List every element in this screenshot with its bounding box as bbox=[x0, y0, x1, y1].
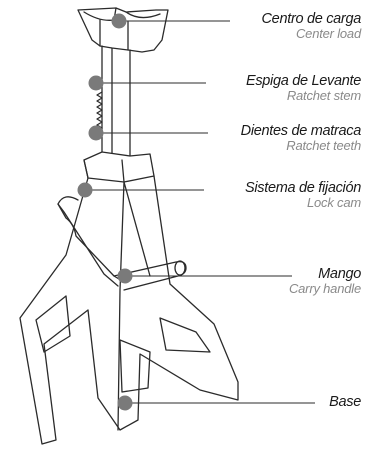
label-center-load-en: Center load bbox=[295, 26, 361, 42]
saddle bbox=[77, 7, 169, 53]
marker-ratchet-teeth bbox=[88, 125, 104, 141]
jack-stand-illustration bbox=[19, 7, 239, 445]
label-carry-handle-en: Carry handle bbox=[288, 281, 361, 297]
marker-base bbox=[117, 395, 133, 411]
label-base-es: Base bbox=[329, 394, 361, 410]
label-ratchet-teeth-es: Dientes de matraca bbox=[240, 123, 362, 139]
marker-carry-handle bbox=[117, 268, 133, 284]
marker-lock-cam bbox=[77, 182, 93, 198]
label-lock-cam-en: Lock cam bbox=[306, 195, 361, 211]
lock-cam bbox=[57, 196, 125, 283]
label-ratchet-stem-es: Espiga de Levante bbox=[245, 73, 361, 89]
side-leg-window bbox=[159, 317, 211, 353]
marker-center-load bbox=[111, 13, 127, 29]
marker-ratchet-stem bbox=[88, 75, 104, 91]
label-ratchet-stem: Espiga de Levante Ratchet stem bbox=[245, 73, 361, 104]
label-carry-handle: Mango Carry handle bbox=[288, 266, 361, 297]
label-lock-cam-es: Sistema de fijación bbox=[245, 180, 361, 196]
handle-end bbox=[174, 260, 186, 276]
front-leg-window bbox=[35, 295, 71, 353]
leader-lines bbox=[85, 20, 315, 404]
markers bbox=[77, 13, 133, 411]
ratchet-stem bbox=[101, 45, 131, 161]
label-ratchet-teeth: Dientes de matraca Ratchet teeth bbox=[240, 123, 362, 154]
label-ratchet-stem-en: Ratchet stem bbox=[286, 88, 361, 104]
label-base: Base bbox=[329, 394, 361, 410]
label-carry-handle-es: Mango bbox=[318, 266, 361, 282]
label-center-load-es: Centro de carga bbox=[261, 11, 362, 27]
label-center-load: Centro de carga Center load bbox=[261, 11, 362, 42]
label-ratchet-teeth-en: Ratchet teeth bbox=[286, 138, 361, 154]
label-lock-cam: Sistema de fijación Lock cam bbox=[245, 180, 361, 211]
